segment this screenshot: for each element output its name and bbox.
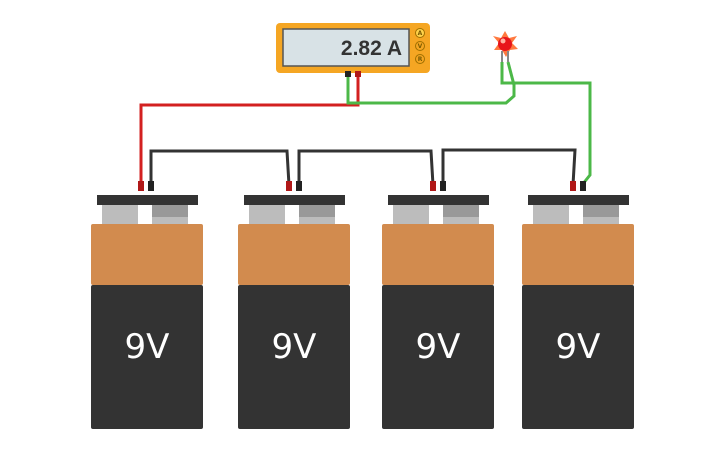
probe-pos-terminal[interactable]	[355, 71, 361, 77]
battery-2[interactable]: 9V	[238, 181, 350, 429]
connector-red[interactable]	[430, 181, 436, 191]
connector-black[interactable]	[440, 181, 446, 191]
battery-bottom-band	[522, 285, 634, 429]
connector-black[interactable]	[580, 181, 586, 191]
connector-red[interactable]	[138, 181, 144, 191]
battery-terminal-positive[interactable]	[393, 205, 429, 224]
multimeter[interactable]: 2.82 A A V R	[276, 23, 430, 77]
battery-top-band	[382, 224, 494, 285]
battery-3[interactable]: 9V	[382, 181, 494, 429]
black-wire-2[interactable]	[297, 149, 435, 186]
battery-cap	[528, 195, 629, 205]
battery-top-band	[91, 224, 203, 285]
led[interactable]	[493, 31, 518, 62]
battery-terminal-positive[interactable]	[102, 205, 138, 224]
battery-cap	[388, 195, 489, 205]
battery-label: 9V	[416, 327, 461, 367]
multimeter-screen	[282, 28, 410, 67]
mode-button-r[interactable]: R	[415, 54, 425, 64]
battery-label: 9V	[125, 327, 170, 367]
battery-terminal-positive[interactable]	[533, 205, 569, 224]
led-bulb	[498, 37, 512, 51]
battery-1[interactable]: 9V	[91, 181, 203, 429]
battery-bottom-band	[238, 285, 350, 429]
battery-terminal-negative[interactable]	[152, 205, 188, 217]
battery-label: 9V	[556, 327, 601, 367]
battery-top-band	[522, 224, 634, 285]
battery-terminal-negative-base	[299, 217, 335, 224]
multimeter-reading: 2.82 A	[341, 37, 402, 60]
black-wire-3[interactable]	[441, 148, 577, 186]
battery-terminal-negative[interactable]	[299, 205, 335, 217]
battery-label: 9V	[272, 327, 317, 367]
svg-text:R: R	[418, 56, 423, 63]
red-wire[interactable]	[139, 73, 360, 185]
battery-terminal-positive[interactable]	[249, 205, 285, 224]
connector-red[interactable]	[286, 181, 292, 191]
black-wire-1[interactable]	[149, 149, 291, 186]
wires	[139, 61, 592, 186]
battery-terminal-negative[interactable]	[443, 205, 479, 217]
green-wire-meter-led[interactable]	[346, 61, 516, 105]
connector-black[interactable]	[296, 181, 302, 191]
connector-black[interactable]	[148, 181, 154, 191]
mode-button-v[interactable]: V	[415, 41, 425, 51]
battery-4[interactable]: 9V	[522, 181, 634, 429]
green-wire-led-battery[interactable]	[500, 62, 592, 186]
battery-cap	[244, 195, 345, 205]
battery-bottom-band	[91, 285, 203, 429]
svg-text:A: A	[418, 30, 423, 37]
battery-top-band	[238, 224, 350, 285]
battery-terminal-negative-base	[443, 217, 479, 224]
led-highlight	[500, 38, 506, 44]
battery-terminal-negative-base	[152, 217, 188, 224]
svg-text:V: V	[418, 43, 423, 50]
connector-red[interactable]	[570, 181, 576, 191]
probe-com-terminal[interactable]	[345, 71, 351, 77]
battery-cap	[97, 195, 198, 205]
battery-terminal-negative-base	[583, 217, 619, 224]
battery-terminal-negative[interactable]	[583, 205, 619, 217]
mode-button-a[interactable]: A	[415, 28, 425, 38]
battery-bottom-band	[382, 285, 494, 429]
